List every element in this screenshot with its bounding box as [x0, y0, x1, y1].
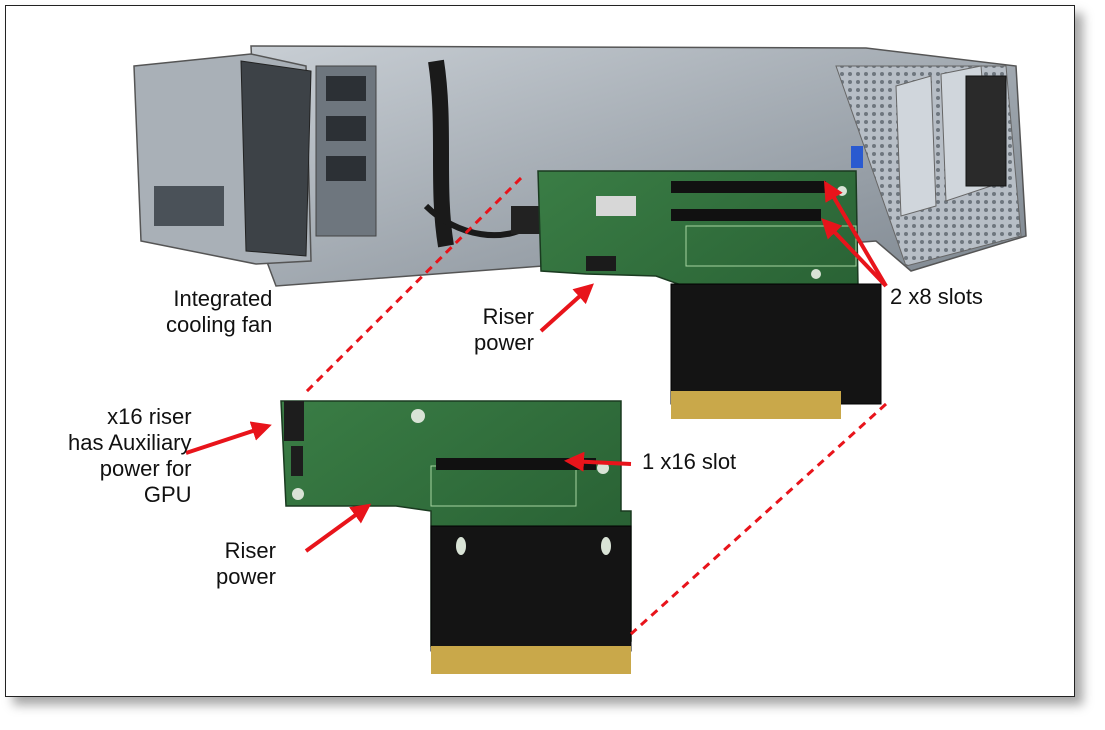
- riser-photo: [133, 45, 1027, 674]
- aux-power-connector: [284, 401, 304, 441]
- label-cooling-fan: Integrated cooling fan: [166, 286, 273, 337]
- label-aux-power: x16 riser has Auxiliary power for GPU: [68, 404, 192, 507]
- x8-riser-cover: [670, 283, 882, 405]
- board-dashed-line-right: [629, 402, 888, 636]
- label-riser-power-bottom: Riser power: [216, 538, 276, 589]
- x16-slot: [436, 458, 596, 470]
- x16-riser-board: [280, 400, 632, 674]
- board-dashed-line-left: [302, 176, 523, 396]
- arrow-x8-slot-lower: [821, 218, 888, 288]
- x8-slot-lower: [671, 209, 821, 221]
- arrow-aux-power: [185, 421, 272, 455]
- x16-riser-gold-fingers: [431, 646, 631, 674]
- arrow-riser-power-top: [539, 283, 594, 333]
- riser-cage: [133, 45, 1027, 287]
- label-x8-slots: 2 x8 slots: [890, 284, 983, 309]
- arrow-x8-slot-upper: [823, 180, 888, 288]
- photo-frame: Integrated cooling fan Riser power 2 x8 …: [5, 5, 1075, 697]
- x8-riser-board: [537, 170, 882, 419]
- x8-riser-gold-fingers: [671, 391, 841, 419]
- arrow-riser-power-bottom: [304, 503, 372, 553]
- label-x16-slot: 1 x16 slot: [642, 449, 737, 474]
- arrow-x16-slot: [564, 451, 632, 472]
- x8-slot-upper: [671, 181, 826, 193]
- label-riser-power-top: Riser power: [474, 304, 534, 355]
